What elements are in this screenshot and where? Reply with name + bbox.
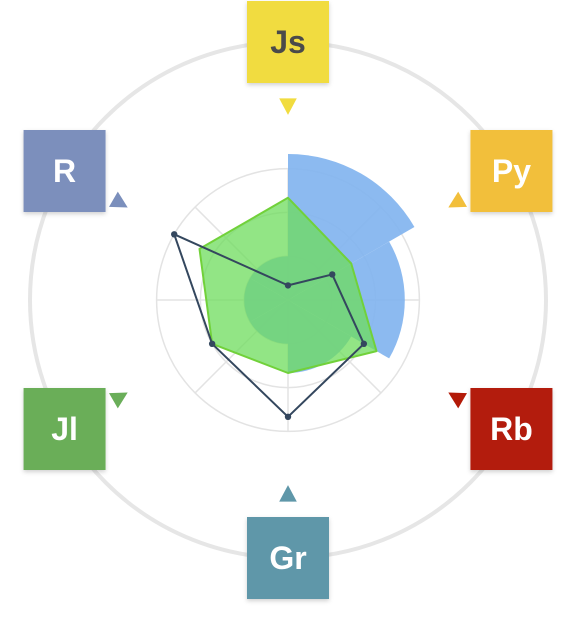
tile-background [23, 388, 106, 470]
tile-background [247, 517, 329, 599]
tile-background [23, 130, 106, 212]
tile-label: Py [492, 153, 531, 189]
tile-label: Jl [51, 411, 78, 447]
radar-series [171, 154, 415, 420]
category-tile-gr: Gr [247, 517, 329, 599]
series-point [171, 231, 178, 238]
series-point [284, 413, 292, 420]
tile-background [470, 130, 553, 212]
tile-label: Rb [490, 411, 533, 447]
pointer-r-icon [109, 191, 128, 208]
series-point [208, 340, 216, 347]
pointer-gr-icon [279, 485, 297, 502]
tile-label: Js [270, 24, 306, 60]
pointer-jl-icon [109, 392, 128, 409]
tile-background [470, 388, 553, 470]
tile-background [247, 1, 329, 83]
series-point [329, 271, 336, 278]
series-point [360, 340, 368, 347]
category-pointers [109, 98, 467, 502]
pointer-rb-icon [448, 392, 467, 409]
tile-label: R [53, 153, 76, 189]
category-tile-py: Py [470, 130, 553, 212]
tile-label: Gr [269, 540, 306, 576]
category-tile-rb: Rb [470, 388, 553, 470]
pointer-py-icon [448, 191, 467, 208]
pointer-js-icon [279, 98, 297, 115]
category-tile-jl: Jl [23, 388, 106, 470]
series-point [284, 282, 292, 289]
category-tile-r: R [23, 130, 106, 212]
category-tile-js: Js [247, 1, 329, 83]
